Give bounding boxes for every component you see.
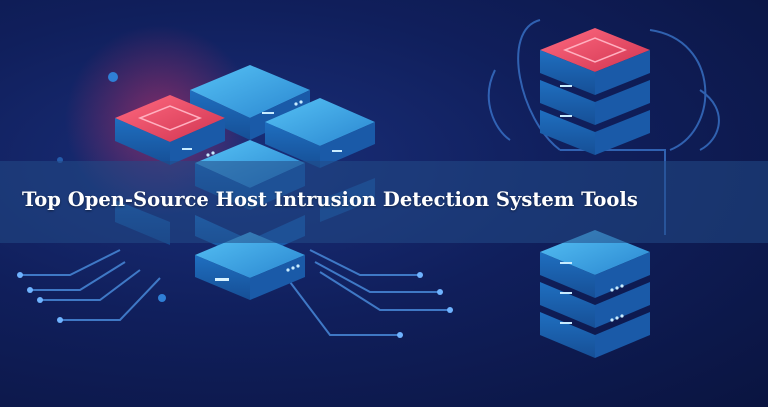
server-block (195, 232, 305, 300)
server-block-alert (115, 95, 225, 165)
server-block (265, 98, 375, 168)
page-title: Top Open-Source Host Intrusion Detection… (22, 188, 638, 211)
server-stack-right-bottom (540, 230, 650, 358)
circuit-dots (17, 272, 453, 338)
glow-dot (108, 72, 118, 82)
glow-dot (158, 294, 166, 302)
server-stack-right-top (540, 28, 650, 155)
title-banner (0, 161, 768, 243)
server-led-dots (206, 100, 303, 272)
circuit-lines (20, 249, 450, 336)
